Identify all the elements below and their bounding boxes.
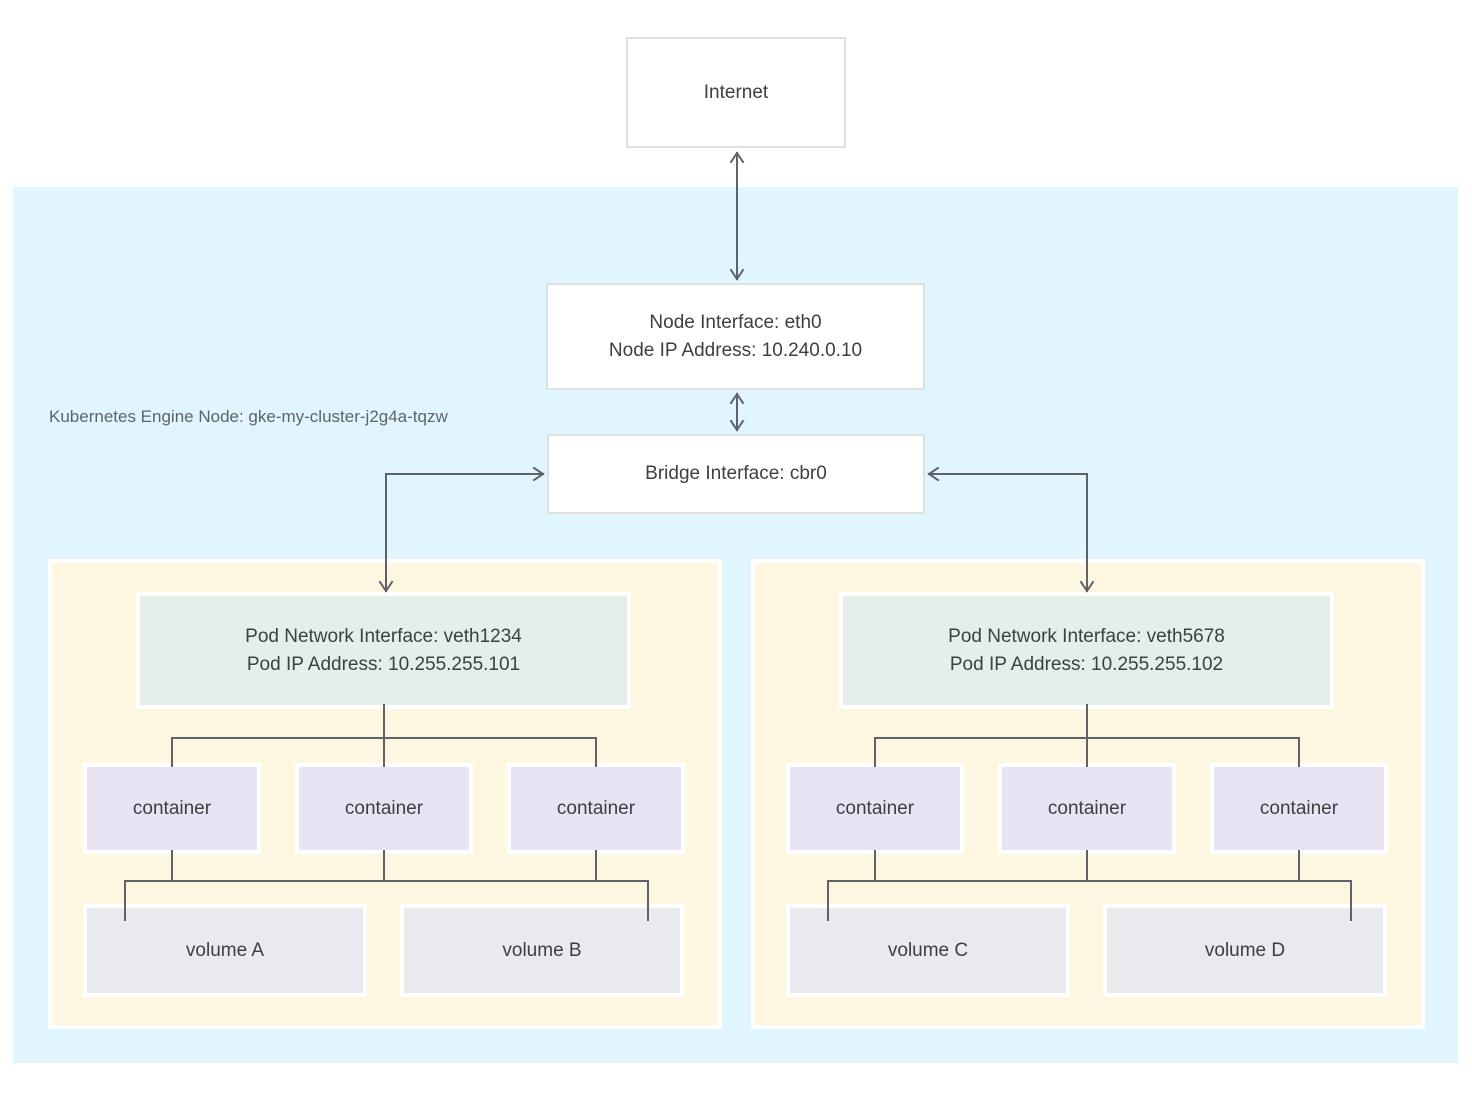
container-label: container	[556, 797, 636, 819]
container-label: container	[835, 797, 915, 819]
container-box: container	[295, 763, 473, 854]
volume-box: volume D	[1103, 904, 1387, 997]
volume-box: volume C	[786, 904, 1070, 997]
container-box: container	[786, 763, 964, 854]
container-box: container	[507, 763, 685, 854]
pod-interface-line1: Pod Network Interface: veth5678	[948, 625, 1225, 647]
container-label: container	[132, 797, 212, 819]
pod-interface-line2: Pod IP Address: 10.255.255.101	[246, 653, 521, 675]
internet-label: Internet	[703, 81, 769, 103]
node-interface-line2: Node IP Address: 10.240.0.10	[608, 339, 863, 361]
container-label: container	[1047, 797, 1127, 819]
container-label: container	[344, 797, 424, 819]
pod-interface-line1: Pod Network Interface: veth1234	[245, 625, 522, 647]
volume-label: volume C	[887, 939, 969, 961]
pod-interface-line2: Pod IP Address: 10.255.255.102	[949, 653, 1224, 675]
pod-box-1: Pod Network Interface: veth1234 Pod IP A…	[48, 559, 722, 1029]
container-box: container	[998, 763, 1176, 854]
volume-box: volume A	[83, 904, 367, 997]
bridge-interface-label: Bridge Interface: cbr0	[645, 463, 827, 484]
internet-box: Internet	[626, 37, 846, 148]
pod-network-interface-box-2: Pod Network Interface: veth5678 Pod IP A…	[839, 592, 1334, 709]
volume-label: volume A	[185, 939, 265, 961]
node-panel-label: Kubernetes Engine Node: gke-my-cluster-j…	[49, 407, 448, 426]
volume-label: volume B	[502, 939, 582, 961]
node-interface-line1: Node Interface: eth0	[649, 311, 822, 333]
volume-label: volume D	[1204, 939, 1286, 961]
node-interface-box: Node Interface: eth0 Node IP Address: 10…	[546, 283, 925, 390]
bridge-interface-box: Bridge Interface: cbr0	[547, 434, 925, 514]
pod-box-2: Pod Network Interface: veth5678 Pod IP A…	[751, 559, 1425, 1029]
container-box: container	[83, 763, 261, 854]
container-box: container	[1210, 763, 1388, 854]
volume-box: volume B	[400, 904, 684, 997]
container-label: container	[1259, 797, 1339, 819]
pod-network-interface-box-1: Pod Network Interface: veth1234 Pod IP A…	[136, 592, 631, 709]
